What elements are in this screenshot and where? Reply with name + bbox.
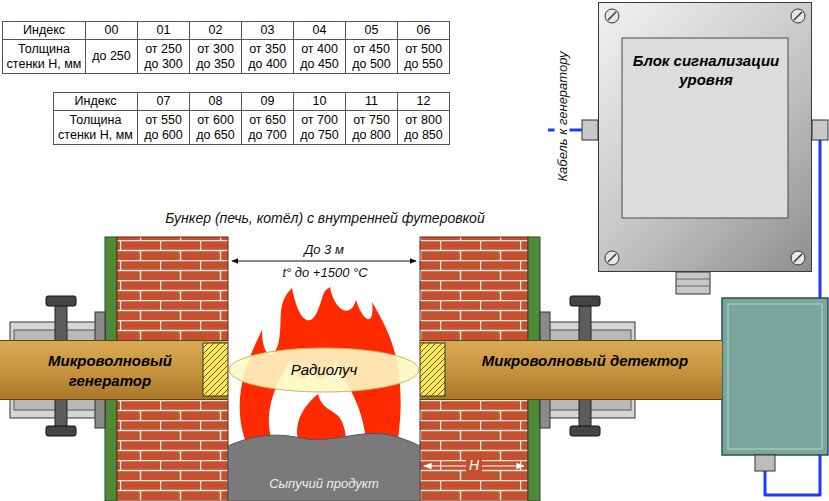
table-cell: Толщина стенки Н, мм bbox=[2, 39, 86, 74]
table-cell: Индекс bbox=[53, 92, 138, 111]
beam-ellipse bbox=[229, 348, 419, 392]
bolt-head bbox=[570, 296, 600, 306]
node-title: Блок сигнализации уровня bbox=[629, 51, 783, 89]
screw bbox=[791, 9, 805, 23]
table-cell: 12 bbox=[397, 92, 450, 111]
table-cell: 05 bbox=[345, 21, 398, 40]
microwave-detector: Микроволновый детектор bbox=[420, 340, 722, 400]
table-cell: 03 bbox=[241, 21, 294, 40]
screw-slot bbox=[794, 12, 802, 20]
screw bbox=[605, 9, 619, 23]
vessel-caption: Бункер (печь, котёл) с внутренней футеро… bbox=[100, 210, 550, 228]
table-cell: от 400 до 450 bbox=[293, 39, 346, 74]
table-cell: от 350 до 400 bbox=[241, 39, 294, 74]
table-cell: от 550 до 600 bbox=[137, 110, 190, 145]
junction-box-lid bbox=[728, 304, 822, 449]
screw-slot bbox=[608, 254, 616, 262]
table-cell: от 800 до 850 bbox=[397, 110, 450, 145]
node-title: Микроволновый детектор bbox=[460, 351, 710, 371]
radio-window bbox=[420, 343, 445, 396]
bolt-head bbox=[46, 426, 76, 436]
table-cell: 06 bbox=[397, 21, 450, 40]
screw-slot bbox=[794, 254, 802, 262]
table-cell: от 500 до 550 bbox=[397, 39, 450, 74]
table-cell: от 600 до 650 bbox=[189, 110, 242, 145]
housing-detail bbox=[598, 2, 812, 272]
dimension-label: До 3 м bbox=[292, 242, 356, 258]
table-cell: от 700 до 750 bbox=[293, 110, 346, 145]
table-cell: 02 bbox=[189, 21, 242, 40]
tube-detail bbox=[0, 341, 228, 398]
cable-gland bbox=[812, 120, 828, 140]
dimension-line bbox=[232, 261, 416, 262]
table-cell: Индекс bbox=[2, 21, 86, 40]
screw-slot bbox=[608, 12, 616, 20]
cable-gland bbox=[755, 455, 775, 471]
cable-label: Кабель к генератору bbox=[555, 17, 572, 217]
bolt-head bbox=[570, 426, 600, 436]
cable-label-text: Кабель к генератору bbox=[555, 49, 570, 183]
table-cell: 07 bbox=[137, 92, 190, 111]
table-cell: 10 bbox=[293, 92, 346, 111]
table-cell: от 450 до 500 bbox=[345, 39, 398, 74]
radio-beam: Радиолуч bbox=[228, 340, 420, 400]
table-cell: 01 bbox=[137, 21, 190, 40]
front-panel bbox=[622, 38, 788, 218]
microwave-generator: Микроволновый генератор bbox=[0, 340, 228, 400]
product-label: Сыпучий продукт bbox=[228, 476, 420, 493]
table-cell: 09 bbox=[241, 92, 294, 111]
tube-detail bbox=[420, 341, 722, 398]
dimension-label: Н bbox=[466, 457, 482, 475]
bulk-product bbox=[228, 433, 420, 501]
flame-core bbox=[297, 394, 346, 440]
table-cell: 00 bbox=[85, 21, 138, 40]
table-cell: от 250 до 300 bbox=[137, 39, 190, 74]
bolt-head bbox=[46, 296, 76, 306]
gland-ridge bbox=[676, 286, 710, 287]
table-cell: от 300 до 350 bbox=[189, 39, 242, 74]
temperature-label: t° до +1500 °C bbox=[250, 265, 400, 281]
table-cell: Толщина стенки Н, мм bbox=[53, 110, 138, 145]
cable-gland bbox=[676, 272, 710, 294]
screw bbox=[791, 251, 805, 265]
table-cell: от 650 до 700 bbox=[241, 110, 294, 145]
level-signal-block: Блок сигнализации уровня bbox=[598, 2, 812, 272]
table-cell: 11 bbox=[345, 92, 398, 111]
node-title: Радиолуч bbox=[238, 360, 410, 380]
table-cell: 04 bbox=[293, 21, 346, 40]
gland-ridge bbox=[676, 279, 710, 280]
cable-gland bbox=[582, 120, 598, 140]
junction-box bbox=[722, 298, 828, 455]
table-cell: 08 bbox=[189, 92, 242, 111]
screw bbox=[605, 251, 619, 265]
table-cell: от 750 до 800 bbox=[345, 110, 398, 145]
table-cell: до 250 bbox=[85, 39, 138, 74]
node-title: Микроволновый генератор bbox=[20, 351, 200, 391]
radio-window bbox=[203, 343, 228, 396]
